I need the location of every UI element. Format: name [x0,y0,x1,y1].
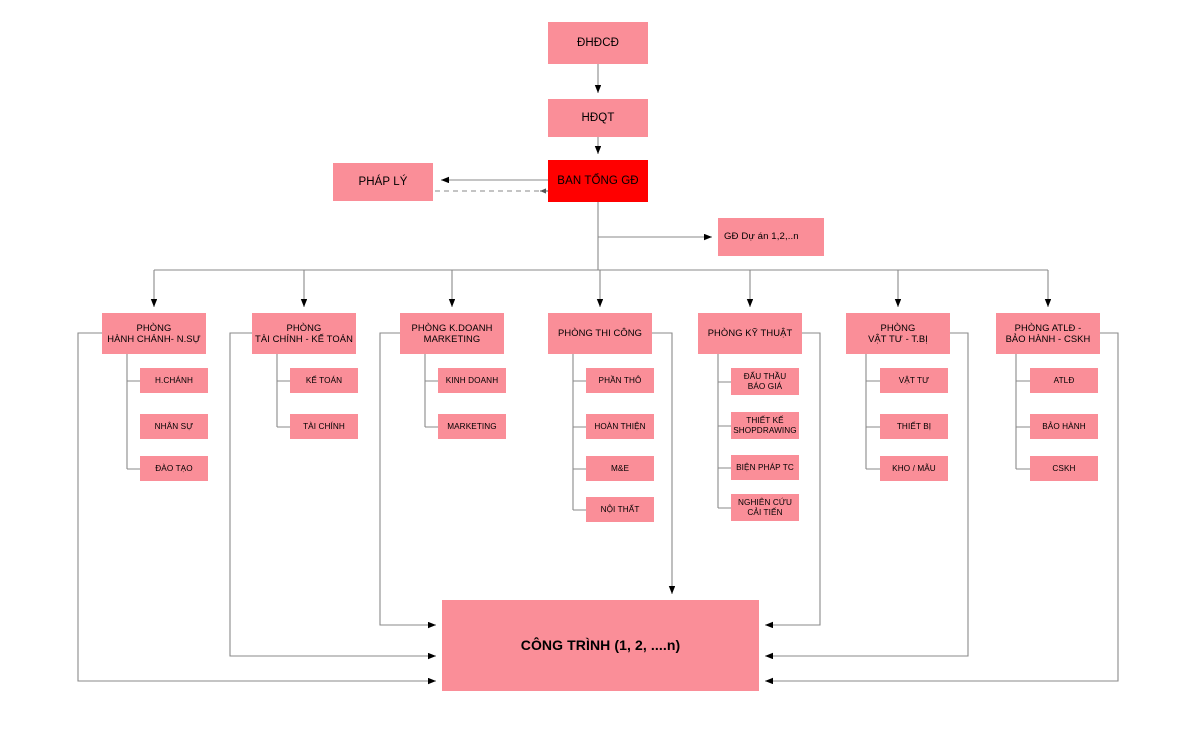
node-shareholders-meeting[interactable]: ĐHĐCĐ [548,22,648,64]
sub-unit-tai-chinh[interactable]: TÀI CHÍNH [290,414,358,439]
department-phong-k-doanh-marketing[interactable]: PHÒNG K.DOANH MARKETING [400,313,504,354]
sub-unit-kho-mau[interactable]: KHO / MẪU [880,456,948,481]
sub-unit-marketing[interactable]: MARKETING [438,414,506,439]
sub-unit-hoan-thien[interactable]: HOÀN THIỆN [586,414,654,439]
node-project-director[interactable]: GĐ Dự án 1,2,..n [718,218,824,256]
sub-unit-ke-toan[interactable]: KẾ TOÁN [290,368,358,393]
department-phong-atld-bao-hanh-cskh[interactable]: PHÒNG ATLĐ - BẢO HÀNH - CSKH [996,313,1100,354]
department-phong-hanh-chanh-n-su[interactable]: PHÒNG HÀNH CHÁNH- N.SỰ [102,313,206,354]
sub-unit-noi-that[interactable]: NỘI THẤT [586,497,654,522]
sub-unit-atld[interactable]: ATLĐ [1030,368,1098,393]
sub-unit-cskh[interactable]: CSKH [1030,456,1098,481]
sub-unit-vat-tu[interactable]: VẬT TƯ [880,368,948,393]
department-phong-tai-chinh-ke-toan[interactable]: PHÒNG TÀI CHÍNH - KẾ TOÁN [252,313,356,354]
sub-unit-thiet-bi[interactable]: THIẾT BỊ [880,414,948,439]
sub-unit-nghien-cuu-cai-tien[interactable]: NGHIÊN CỨU CẢI TIẾN [731,494,799,521]
node-construction-sites[interactable]: CÔNG TRÌNH (1, 2, ....n) [442,600,759,691]
department-phong-vat-tu-t-bi[interactable]: PHÒNG VẬT TƯ - T.BỊ [846,313,950,354]
sub-unit-dao-tao[interactable]: ĐÀO TẠO [140,456,208,481]
sub-unit-dau-thau-bao-gia[interactable]: ĐẤU THẦU BÁO GIÁ [731,368,799,395]
node-legal-department[interactable]: PHÁP LÝ [333,163,433,201]
sub-unit-thiet-ke-shopdrawing[interactable]: THIẾT KẾ SHOPDRAWING [731,412,799,439]
node-board-of-directors[interactable]: HĐQT [548,99,648,137]
sub-unit-h-chanh[interactable]: H.CHÁNH [140,368,208,393]
sub-unit-phan-tho[interactable]: PHẦN THÔ [586,368,654,393]
sub-unit-nhan-su[interactable]: NHÂN SỰ [140,414,208,439]
sub-unit-m-e[interactable]: M&E [586,456,654,481]
department-phong-ky-thuat[interactable]: PHÒNG KỸ THUẬT [698,313,802,354]
sub-unit-bao-hanh[interactable]: BẢO HÀNH [1030,414,1098,439]
sub-unit-kinh-doanh[interactable]: KINH DOANH [438,368,506,393]
node-general-director-board[interactable]: BAN TỔNG GĐ [548,160,648,202]
department-phong-thi-cong[interactable]: PHÒNG THI CÔNG [548,313,652,354]
sub-unit-bien-phap-tc[interactable]: BIỆN PHÁP TC [731,455,799,480]
